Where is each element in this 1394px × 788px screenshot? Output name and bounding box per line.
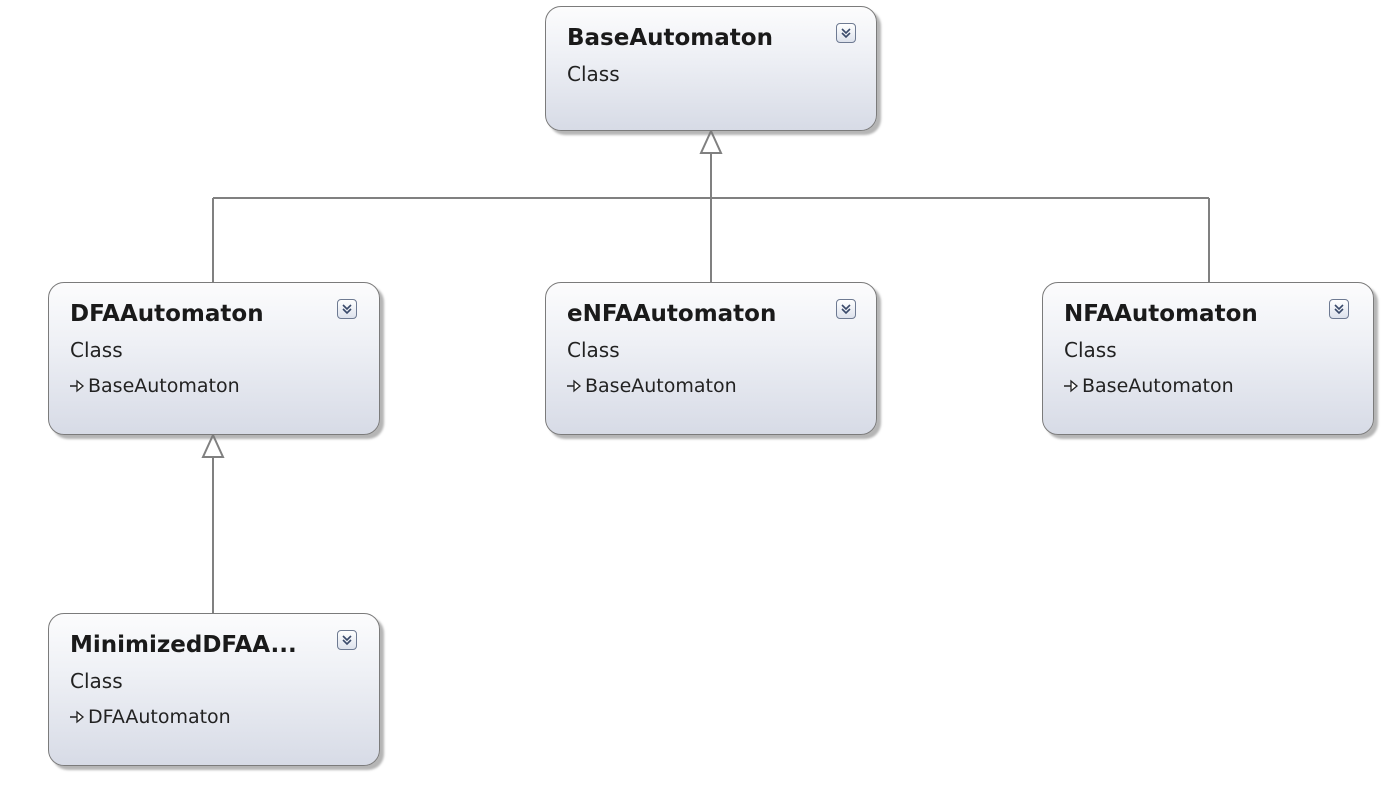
inheritance-arrowhead <box>201 432 225 458</box>
inheritance-arrow-icon <box>70 379 85 393</box>
base-class-name: BaseAutomaton <box>585 375 737 397</box>
class-kind: Class <box>567 338 620 362</box>
inheritance-arrowhead <box>699 128 723 154</box>
class-kind: Class <box>70 338 123 362</box>
class-box-nfaautomaton[interactable]: NFAAutomaton Class BaseAutomaton <box>1042 282 1374 435</box>
base-class-name: BaseAutomaton <box>1082 375 1234 397</box>
class-base: BaseAutomaton <box>69 375 240 397</box>
class-box-dfaautomaton[interactable]: DFAAutomaton Class BaseAutomaton <box>48 282 380 435</box>
chevron-double-down-icon <box>841 28 851 39</box>
class-box-baseautomaton[interactable]: BaseAutomaton Class <box>545 6 877 131</box>
class-name: MinimizedDFAA... <box>70 632 297 658</box>
chevron-double-down-icon <box>342 304 352 315</box>
class-base: BaseAutomaton <box>566 375 737 397</box>
expand-button[interactable] <box>337 630 357 650</box>
inheritance-arrow-icon <box>1064 379 1079 393</box>
class-box-minimizeddfaautomaton[interactable]: MinimizedDFAA... Class DFAAutomaton <box>48 613 380 766</box>
base-class-name: DFAAutomaton <box>88 706 231 728</box>
chevron-double-down-icon <box>342 635 352 646</box>
inheritance-arrow-icon <box>70 710 85 724</box>
class-name: eNFAAutomaton <box>567 301 777 327</box>
class-base: DFAAutomaton <box>69 706 231 728</box>
class-kind: Class <box>1064 338 1117 362</box>
inheritance-arrow-icon <box>567 379 582 393</box>
class-name: NFAAutomaton <box>1064 301 1258 327</box>
expand-button[interactable] <box>337 299 357 319</box>
class-box-enfaautomaton[interactable]: eNFAAutomaton Class BaseAutomaton <box>545 282 877 435</box>
chevron-double-down-icon <box>1334 304 1344 315</box>
base-class-name: BaseAutomaton <box>88 375 240 397</box>
expand-button[interactable] <box>836 23 856 43</box>
expand-button[interactable] <box>836 299 856 319</box>
class-base: BaseAutomaton <box>1063 375 1234 397</box>
expand-button[interactable] <box>1329 299 1349 319</box>
chevron-double-down-icon <box>841 304 851 315</box>
class-kind: Class <box>567 62 620 86</box>
class-name: DFAAutomaton <box>70 301 264 327</box>
class-name: BaseAutomaton <box>567 25 773 51</box>
class-kind: Class <box>70 669 123 693</box>
